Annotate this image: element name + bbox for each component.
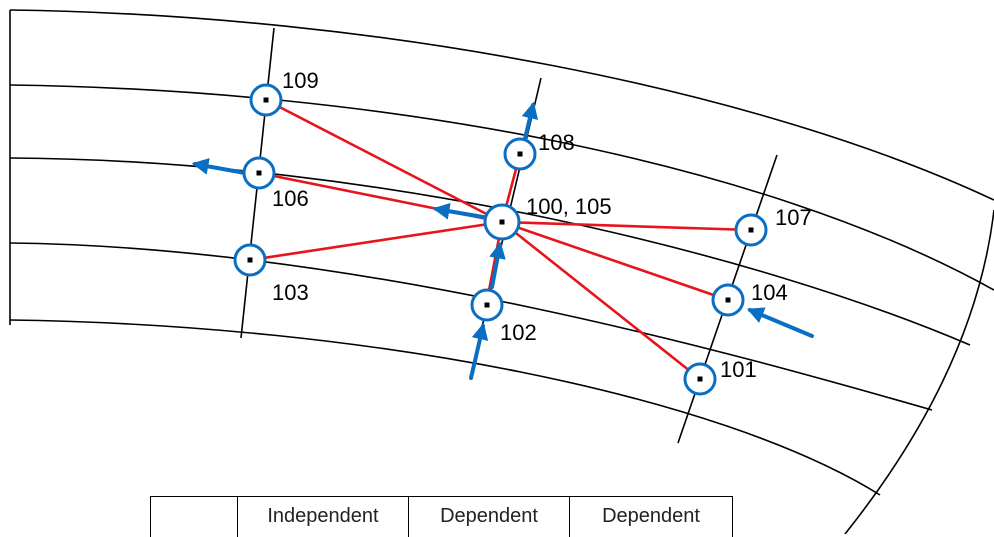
node-label: 109 xyxy=(282,68,319,93)
grid-arc-2 xyxy=(10,85,994,290)
node-label: 102 xyxy=(500,320,537,345)
node-109: 109 xyxy=(251,68,319,115)
node-center-dot xyxy=(726,298,731,303)
node-label: 104 xyxy=(751,280,788,305)
table-cell-dependent-1: Dependent xyxy=(409,497,570,537)
node-center-dot xyxy=(248,258,253,263)
node-center-dot xyxy=(698,377,703,382)
nodes: 109 108 106 100, 105 107 103 104 102 101 xyxy=(235,68,812,394)
connector-107 xyxy=(502,222,751,230)
table-cell-independent: Independent xyxy=(238,497,409,537)
node-center-dot xyxy=(257,171,262,176)
classification-header-row: Independent Dependent Dependent xyxy=(150,496,733,537)
arrow-104-in xyxy=(750,310,812,336)
classification-table: Independent Dependent Dependent xyxy=(150,496,733,537)
connector-103 xyxy=(250,222,502,260)
node-center-dot xyxy=(749,228,754,233)
node-101: 101 xyxy=(685,357,757,394)
node-label: 108 xyxy=(538,130,575,155)
node-center-dot xyxy=(500,220,505,225)
node-center-dot xyxy=(264,98,269,103)
grid-arc-5 xyxy=(10,320,880,495)
node-108: 108 xyxy=(505,130,575,169)
grid-arc-1 xyxy=(10,10,994,200)
grid-edge-right xyxy=(845,210,994,534)
node-label: 100, 105 xyxy=(526,194,612,219)
node-100: 100, 105 xyxy=(485,194,612,239)
node-107: 107 xyxy=(736,205,812,245)
table-cell-blank xyxy=(151,497,238,537)
node-106: 106 xyxy=(244,158,309,211)
node-center-dot xyxy=(518,152,523,157)
node-label: 103 xyxy=(272,280,309,305)
table-cell-dependent-2: Dependent xyxy=(570,497,733,537)
grid-lines xyxy=(10,10,994,534)
node-label: 107 xyxy=(775,205,812,230)
arrow-108-out xyxy=(524,105,533,143)
arrow-106-out xyxy=(195,164,245,173)
node-label: 101 xyxy=(720,357,757,382)
node-center-dot xyxy=(485,303,490,308)
connector-101 xyxy=(502,222,700,379)
node-label: 106 xyxy=(272,186,309,211)
arrow-102-in xyxy=(471,326,483,378)
